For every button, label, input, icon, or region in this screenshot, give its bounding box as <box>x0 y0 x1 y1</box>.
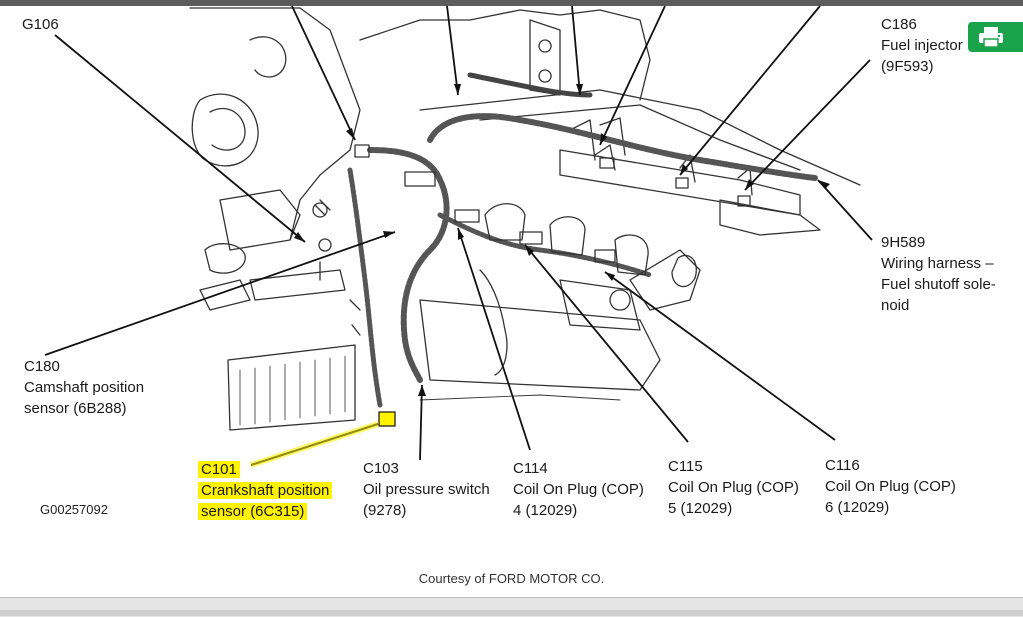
9h589-line1: Wiring harness – <box>881 255 994 272</box>
c186-line1: Fuel injector <box>881 37 963 54</box>
label-c180: C180 Camshaft position sensor (6B288) <box>24 356 144 419</box>
c116-line1: Coil On Plug (COP) <box>825 478 956 495</box>
c115-line2: 5 (12029) <box>668 500 733 517</box>
crankshaft-sensor-highlight <box>378 411 396 427</box>
c101-line2: sensor (6C315) <box>198 503 308 520</box>
arrowheads <box>294 84 830 396</box>
printer-icon <box>979 27 1003 48</box>
9h589-line2: Fuel shutoff sole- <box>881 276 996 293</box>
courtesy-note: Courtesy of FORD MOTOR CO. <box>418 571 605 586</box>
label-c103: C103 Oil pressure switch (9278) <box>363 458 490 521</box>
c101-line1: Crankshaft position <box>198 482 333 499</box>
label-c114: C114 Coil On Plug (COP) 4 (12029) <box>513 458 644 521</box>
c114-code: C114 <box>513 460 548 477</box>
9h589-line3: noid <box>881 297 910 314</box>
c116-code: C116 <box>825 457 860 474</box>
leader-lines <box>44 5 873 466</box>
c101-code: C101 <box>198 461 240 478</box>
label-c115: C115 Coil On Plug (COP) 5 (12029) <box>668 456 799 519</box>
c103-line1: Oil pressure switch <box>363 481 490 498</box>
c180-line1: Camshaft position <box>24 379 145 396</box>
window-bottom-scroll-track[interactable] <box>0 610 1023 616</box>
c186-line2: (9F593) <box>881 58 934 75</box>
c115-code: C115 <box>668 458 703 475</box>
label-c116: C116 Coil On Plug (COP) 6 (12029) <box>825 455 956 518</box>
print-button[interactable] <box>968 22 1023 52</box>
c103-line2: (9278) <box>363 502 407 519</box>
c186-code: C186 <box>881 16 917 33</box>
c114-line1: Coil On Plug (COP) <box>513 481 644 498</box>
label-g106: G106 <box>22 14 59 35</box>
c180-code: C180 <box>24 358 60 375</box>
figure-id: G00257092 <box>40 502 108 517</box>
label-c101: C101 Crankshaft position sensor (6C315) <box>198 459 333 522</box>
label-c186: C186 Fuel injector (9F593) <box>881 14 963 77</box>
c114-line2: 4 (12029) <box>513 502 578 519</box>
window-top-border <box>0 0 1023 6</box>
label-9h589: 9H589 Wiring harness – Fuel shutoff sole… <box>881 232 996 316</box>
c115-line1: Coil On Plug (COP) <box>668 479 799 496</box>
c180-line2: sensor (6B288) <box>24 400 127 417</box>
9h589-code: 9H589 <box>881 234 926 251</box>
c116-line2: 6 (12029) <box>825 499 890 516</box>
g106-code: G106 <box>22 16 59 33</box>
c103-code: C103 <box>363 460 399 477</box>
